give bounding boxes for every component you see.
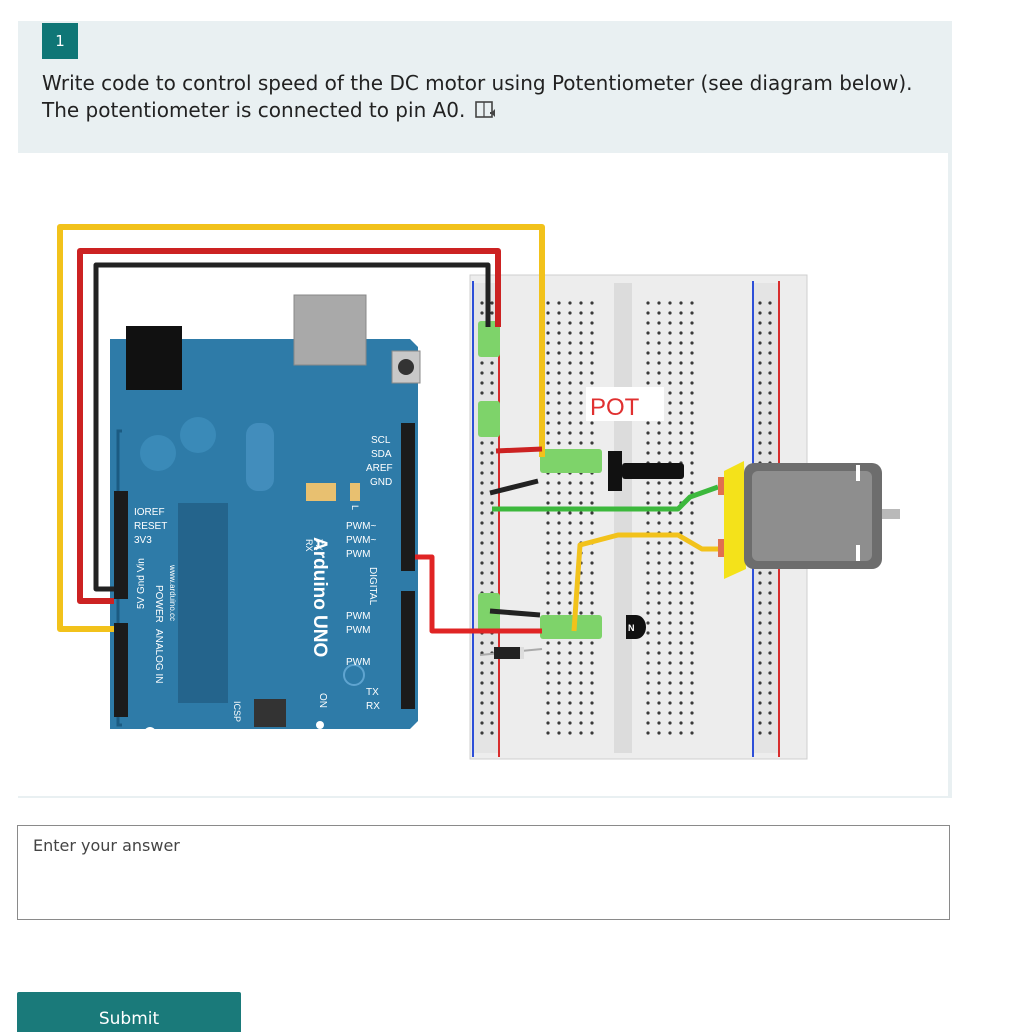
question-number: 1 bbox=[55, 32, 65, 50]
circuit-diagram: SCL SDA AREF GND PWM~ PWM~ PWM PWM PWM P… bbox=[18, 153, 948, 796]
wire-red-signal bbox=[415, 554, 542, 634]
answer-box bbox=[17, 825, 950, 920]
reset-button bbox=[398, 359, 414, 375]
potentiometer bbox=[608, 451, 622, 491]
wire-yellow bbox=[57, 224, 545, 632]
label-scl: SCL bbox=[371, 435, 391, 446]
wire-red-power bbox=[77, 248, 501, 604]
label-aref: AREF bbox=[366, 463, 393, 474]
label-board-url: www.arduino.cc bbox=[168, 564, 177, 621]
label-pwm-11: PWM~ bbox=[346, 521, 376, 532]
label-pwm-3: PWM bbox=[346, 657, 370, 668]
label-pwm-5: PWM bbox=[346, 625, 370, 636]
question-line-2: The potentiometer is connected to pin A0… bbox=[42, 98, 466, 122]
label-on: ON bbox=[317, 693, 328, 708]
pot-label-bg bbox=[586, 387, 664, 421]
breadboard-active-holes bbox=[478, 321, 602, 639]
answer-input[interactable] bbox=[18, 826, 949, 919]
microcontroller-chip bbox=[178, 503, 228, 703]
label-uno: UNO bbox=[309, 615, 330, 657]
circuit-diagram-svg: SCL SDA AREF GND PWM~ PWM~ PWM PWM PWM P… bbox=[57, 224, 900, 760]
label-gnd: GND bbox=[370, 477, 392, 488]
question-line-2-wrap: The potentiometer is connected to pin A0… bbox=[42, 97, 922, 124]
label-pwm-6: PWM bbox=[346, 611, 370, 622]
power-jack bbox=[126, 326, 182, 390]
transistor-mark: N bbox=[628, 623, 635, 633]
label-icsp: ICSP bbox=[232, 701, 242, 722]
label-3v3: 3V3 bbox=[134, 535, 152, 546]
label-pwm-9: PWM bbox=[346, 549, 370, 560]
question-line-1: Write code to control speed of the DC mo… bbox=[42, 71, 913, 95]
question-number-badge: 1 bbox=[42, 23, 78, 59]
label-arduino: Arduino bbox=[309, 537, 330, 610]
transistor bbox=[626, 615, 646, 639]
digital-header-bottom bbox=[401, 591, 415, 709]
wire-green bbox=[492, 484, 719, 512]
digital-header-top bbox=[401, 423, 415, 571]
board-labels: SCL SDA AREF GND PWM~ PWM~ PWM PWM PWM P… bbox=[134, 435, 393, 722]
label-reset: RESET bbox=[134, 521, 167, 532]
label-digital: DIGITAL bbox=[367, 567, 378, 606]
label-tx: TX bbox=[366, 687, 379, 698]
label-board-tx: TX bbox=[314, 539, 324, 551]
wires bbox=[57, 224, 719, 634]
label-board-rx: RX bbox=[304, 539, 314, 552]
analog-header bbox=[114, 623, 128, 717]
label-power: POWER bbox=[153, 585, 164, 623]
power-header bbox=[114, 491, 128, 599]
diode bbox=[494, 647, 524, 659]
submit-button[interactable]: Submit bbox=[17, 992, 241, 1032]
label-pwm-10: PWM~ bbox=[346, 535, 376, 546]
label-rx: RX bbox=[366, 701, 380, 712]
immersive-reader-icon[interactable] bbox=[475, 100, 497, 120]
label-5v-gnd-vin: 5V Gnd Vin bbox=[136, 558, 147, 609]
label-ioref: IOREF bbox=[134, 507, 165, 518]
dc-motor bbox=[718, 461, 900, 579]
label-sda: SDA bbox=[371, 449, 392, 460]
label-analog-in: ANALOG IN bbox=[153, 629, 164, 683]
usb-port bbox=[293, 294, 367, 366]
icsp-header bbox=[254, 699, 286, 727]
pot-label: POT bbox=[590, 394, 640, 421]
wire-black-ground bbox=[93, 262, 491, 592]
label-l: L bbox=[350, 505, 360, 510]
wire-yellow-motor bbox=[571, 532, 718, 632]
question-text: Write code to control speed of the DC mo… bbox=[42, 70, 922, 124]
